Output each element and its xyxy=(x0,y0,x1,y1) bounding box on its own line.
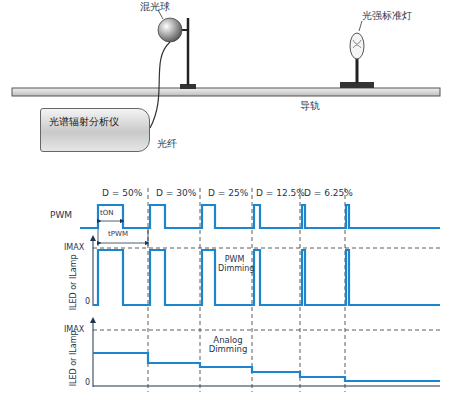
label: Analog Dimming xyxy=(206,336,250,355)
optical-fiber xyxy=(150,42,170,128)
y-axis xyxy=(93,238,94,306)
tick xyxy=(148,229,149,246)
label: D = 25% xyxy=(208,189,248,199)
pwm-signal xyxy=(80,205,440,228)
label: PWM xyxy=(50,211,72,221)
tpwm-arrow xyxy=(99,243,147,244)
period-lines xyxy=(93,188,440,392)
label: ILED or ILamp xyxy=(70,254,79,310)
x-axis xyxy=(93,386,440,387)
standard-lamp xyxy=(350,33,364,59)
lamp-post xyxy=(356,58,359,83)
label: D = 50% xyxy=(102,189,142,199)
node-text: 光谱辐射分析仪 xyxy=(49,115,141,129)
label: 0 xyxy=(85,298,90,307)
analog-dimming-current xyxy=(93,353,440,381)
ton-arrow xyxy=(99,221,122,222)
pwm-dimming-current xyxy=(93,250,440,305)
stand-post xyxy=(187,18,190,85)
lamp-filament xyxy=(353,40,361,48)
analyzer-box: 光谱辐射分析仪 xyxy=(40,108,150,152)
label: 0 xyxy=(85,379,90,388)
label: 光强标准灯 xyxy=(362,10,412,21)
label: tPWM xyxy=(108,231,128,239)
label: 导轨 xyxy=(300,100,320,111)
label: D = 6.25% xyxy=(304,189,353,199)
leader-line xyxy=(359,21,362,31)
label: ILED or ILamp xyxy=(70,330,79,386)
label: 混光球 xyxy=(140,1,170,12)
rail xyxy=(12,88,440,96)
label: IMAX xyxy=(64,244,84,253)
integrating-sphere xyxy=(158,18,182,42)
label: PWM Dimming xyxy=(218,256,251,274)
label: D = 12.5% xyxy=(256,189,305,199)
label: D = 30% xyxy=(156,189,196,199)
tick xyxy=(98,229,99,246)
label: 光纤 xyxy=(157,138,177,149)
label: tON xyxy=(100,210,114,218)
